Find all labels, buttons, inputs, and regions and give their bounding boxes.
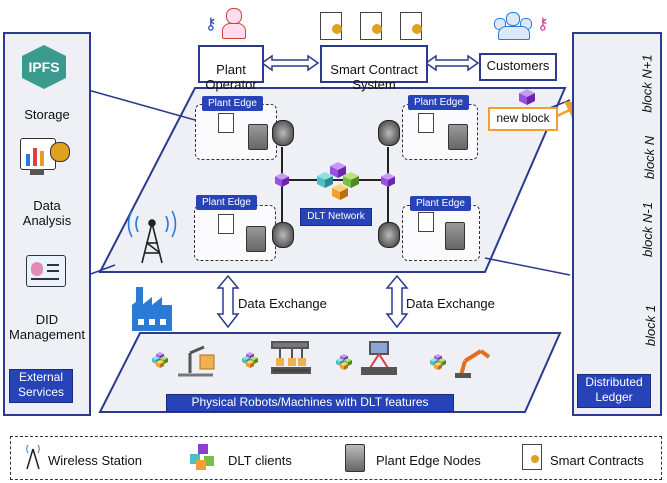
legend-label-dlt-clients: DLT clients [228,453,292,468]
key-icon: ⚷ [205,16,217,33]
server-icon [248,124,268,150]
operator-avatar-icon [222,8,246,39]
ledger-label-block-n-minus-1: block N-1 [639,202,655,257]
industrial-robot-icon [455,349,491,378]
legend-smart-contract-icon [522,444,542,470]
dlt-client-icon [381,173,395,187]
dlt-client-icon [246,360,254,368]
plant-edge-tag-bl: Plant Edge [196,195,257,210]
lock-icon [378,120,400,146]
plant-operator-box: Plant Operator [198,45,264,92]
server-icon [448,124,468,150]
double-arrow-operator-contract [260,54,320,72]
ipfs-icon-text: IPFS [28,59,60,75]
customers-label: Customers [486,58,550,73]
dlt-client-icon [317,172,333,188]
dlt-client-icon [434,362,442,370]
physical-robots-label: Physical Robots/Machines with DLT featur… [166,394,454,412]
legend [10,436,662,480]
customers-box: Customers [479,53,557,81]
ledger-label-block-n: block N [642,135,658,180]
dlt-client-icon [340,362,348,370]
data-exchange-arrow-right [385,274,409,329]
legend-wireless-station-icon [24,443,42,470]
lock-icon [378,222,400,248]
plant-edge-tag-br: Plant Edge [410,196,471,211]
smart-contract-system-box: Smart Contract System [320,45,428,92]
server-icon [246,226,266,252]
dlt-network-label: DLT Network [300,208,372,226]
distributed-ledger-title: Distributed Ledger [577,374,651,408]
lock-icon [272,120,294,146]
plant-edge-box-br [402,205,480,261]
ledger-label-block-1: block 1 [643,304,659,347]
storage-label: Storage [24,107,70,122]
smart-contract-icon [218,214,234,234]
smart-contract-icon [218,113,234,133]
did-management-label: DID Management [9,312,85,342]
external-services-panel [3,32,91,416]
smart-contract-system-label: Smart Contract System [330,62,418,92]
external-services-title: External Services [9,369,73,403]
dlt-client-icon [275,173,289,187]
conveyor-icon [271,341,311,374]
new-block-label: new block [496,111,550,125]
legend-label-smart-contracts: Smart Contracts [550,453,644,468]
customer-key-icon: ⚷ [537,16,549,33]
robot-arm-icon [178,345,215,377]
new-block-cube-icon [519,89,535,105]
smart-contract-icon [418,113,434,133]
data-exchange-label-right: Data Exchange [406,296,495,311]
wireless-station-icon [127,210,177,264]
legend-label-plant-edge-nodes: Plant Edge Nodes [376,453,481,468]
smart-contract-docs-icon [320,10,430,44]
dlt-client-icon [330,162,346,178]
smart-contract-icon [418,212,434,232]
server-icon [445,222,465,250]
data-analysis-icon [20,138,70,176]
plant-edge-tag-tr: Plant Edge [408,95,469,110]
data-exchange-arrow-left [216,274,240,329]
dlt-client-icon [343,172,359,188]
dlt-client-icon [332,184,348,200]
data-analysis-label: Data Analysis [22,198,72,228]
legend-dlt-client-icon [190,444,218,470]
physical-plane [98,332,562,413]
lock-icon [272,222,294,248]
data-exchange-label-left: Data Exchange [238,296,327,311]
laser-machine-icon [361,341,397,375]
ledger-label-block-n-plus-1: block N+1 [639,54,655,113]
double-arrow-contract-customers [424,54,480,72]
plant-edge-tag-tl: Plant Edge [202,96,263,111]
id-card-icon [26,255,66,287]
dlt-client-icon [156,360,164,368]
new-block-box: new block [488,107,558,131]
customers-icon [494,12,534,40]
distributed-ledger-panel [572,32,662,416]
plant-operator-label: Plant Operator [205,62,257,92]
dlt-client-icon [344,358,352,366]
legend-label-wireless-station: Wireless Station [48,453,142,468]
factory-icon [132,287,172,331]
legend-server-icon [345,444,365,472]
